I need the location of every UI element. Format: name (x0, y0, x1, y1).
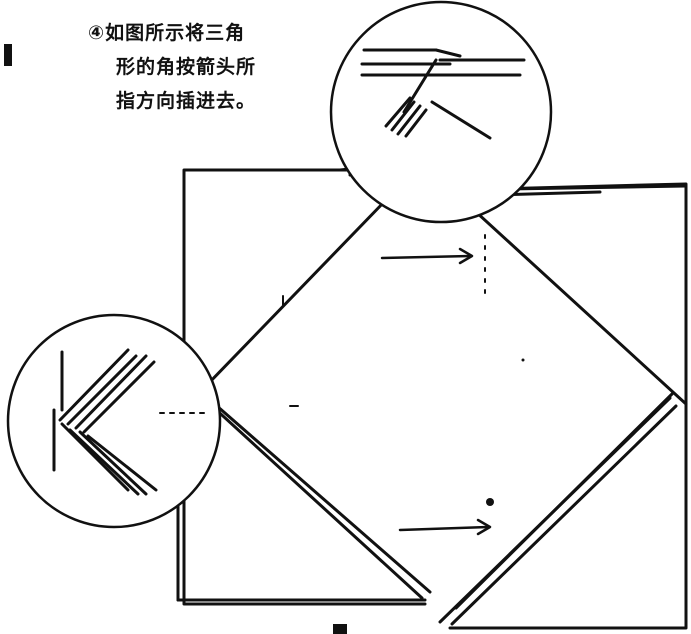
bottom-right-flap (438, 396, 678, 626)
caption-line-3: 指方向插进去。 (116, 90, 257, 112)
magnifier-circle-icon (6, 313, 222, 529)
arrow-right-icon (398, 518, 492, 536)
arrow-right-icon (380, 247, 474, 265)
left-panel-outline (182, 168, 427, 606)
magnifier-circle-icon (329, 0, 553, 224)
scan-specks (4, 44, 525, 634)
center-diamond (204, 168, 688, 610)
instruction-caption: ④如图所示将三角 形的角按箭头所 指方向插进去。 (88, 16, 318, 118)
caption-line-1: ④如图所示将三角 (88, 22, 246, 44)
right-panel-outline (448, 182, 688, 630)
caption-line-2: 形的角按箭头所 (116, 56, 257, 78)
